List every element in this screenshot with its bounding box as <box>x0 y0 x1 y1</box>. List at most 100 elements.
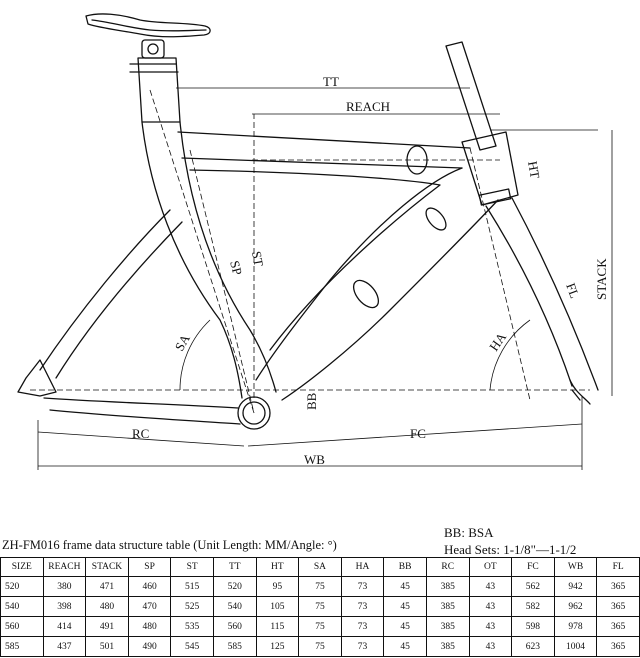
table-cell: 125 <box>255 636 300 657</box>
seatpost <box>137 57 181 123</box>
table-cell: 585 <box>212 636 257 657</box>
table-cell: 437 <box>42 636 87 657</box>
column-header-tt: TT <box>212 557 257 577</box>
table-cell: 460 <box>127 576 172 597</box>
table-cell: 978 <box>553 616 598 637</box>
table-cell: 73 <box>340 616 385 637</box>
table-cell: 365 <box>596 596 640 617</box>
table-cell: 75 <box>298 576 342 597</box>
table-cell: 962 <box>553 596 598 617</box>
size-cell: 540 <box>0 596 44 617</box>
table-cell: 385 <box>425 616 470 637</box>
column-header-fl: FL <box>596 557 640 577</box>
table-cell: 380 <box>42 576 87 597</box>
table-cell: 480 <box>127 616 172 637</box>
table-cell: 43 <box>468 596 513 617</box>
column-header-ht: HT <box>255 557 300 577</box>
table-cell: 365 <box>596 576 640 597</box>
steerer <box>445 41 497 151</box>
label-bb: BB <box>304 392 319 410</box>
table-cell: 545 <box>170 636 214 657</box>
table-cell: 598 <box>511 616 555 637</box>
size-cell: 520 <box>0 576 44 597</box>
table-cell: 535 <box>170 616 214 637</box>
column-header-wb: WB <box>553 557 598 577</box>
table-cell: 73 <box>340 636 385 657</box>
column-header-fc: FC <box>511 557 555 577</box>
table-cell: 365 <box>596 616 640 637</box>
label-ha: HA <box>486 329 509 353</box>
table-cell: 491 <box>85 616 129 637</box>
bb-spec: BB: BSA <box>444 525 494 540</box>
table-cell: 45 <box>383 576 427 597</box>
label-reach: REACH <box>346 99 390 114</box>
table-cell: 385 <box>425 596 470 617</box>
table-cell: 398 <box>42 596 87 617</box>
table-caption: ZH-FM016 frame data structure table (Uni… <box>2 538 337 552</box>
table-cell: 75 <box>298 616 342 637</box>
down-tube <box>255 167 499 401</box>
label-sp: SP <box>227 259 245 277</box>
table-cell: 414 <box>42 616 87 637</box>
column-header-st: ST <box>170 557 214 577</box>
table-cell: 45 <box>383 596 427 617</box>
seat-stay <box>39 209 183 379</box>
column-header-ot: OT <box>468 557 513 577</box>
size-cell: 585 <box>0 636 44 657</box>
table-cell: 43 <box>468 576 513 597</box>
table-cell: 623 <box>511 636 555 657</box>
seatpost-clamp <box>141 39 165 59</box>
table-cell: 470 <box>127 596 172 617</box>
head-tube <box>461 131 519 206</box>
table-cell: 95 <box>255 576 300 597</box>
table-cell: 490 <box>127 636 172 657</box>
table-cell: 75 <box>298 596 342 617</box>
table-cell: 385 <box>425 576 470 597</box>
top-tube <box>177 131 471 169</box>
table-cell: 73 <box>340 596 385 617</box>
column-header-stack: STACK <box>85 557 129 577</box>
label-fc: FC <box>410 426 426 441</box>
table-cell: 525 <box>170 596 214 617</box>
table-cell: 942 <box>553 576 598 597</box>
table-cell: 385 <box>425 636 470 657</box>
table-cell: 562 <box>511 576 555 597</box>
headset-spec: Head Sets: 1-1/8"—1-1/2 <box>444 542 577 557</box>
table-cell: 115 <box>255 616 300 637</box>
table-cell: 471 <box>85 576 129 597</box>
table-cell: 582 <box>511 596 555 617</box>
table-cell: 540 <box>212 596 257 617</box>
table-cell: 560 <box>212 616 257 637</box>
label-fl: FL <box>563 281 582 300</box>
table-cell: 43 <box>468 616 513 637</box>
table-cell: 515 <box>170 576 214 597</box>
table-cell: 480 <box>85 596 129 617</box>
table-cell: 1004 <box>553 636 598 657</box>
fork <box>485 197 599 391</box>
column-header-size: SIZE <box>0 557 44 577</box>
label-sa: SA <box>172 331 194 353</box>
table-cell: 501 <box>85 636 129 657</box>
table-cell: 365 <box>596 636 640 657</box>
column-header-reach: REACH <box>42 557 87 577</box>
column-header-sp: SP <box>127 557 172 577</box>
column-header-ha: HA <box>340 557 385 577</box>
label-ht: HT <box>525 160 543 180</box>
table-cell: 43 <box>468 636 513 657</box>
table-cell: 105 <box>255 596 300 617</box>
column-header-bb: BB <box>383 557 427 577</box>
table-cell: 45 <box>383 616 427 637</box>
table-cell: 75 <box>298 636 342 657</box>
frame-geometry-drawing: TT REACH HT STACK FL ST SP SA HA BB RC F… <box>17 13 613 470</box>
seat-tube <box>141 121 277 399</box>
label-stack: STACK <box>594 258 609 300</box>
column-header-rc: RC <box>425 557 470 577</box>
size-cell: 560 <box>0 616 44 637</box>
saddle <box>85 13 211 38</box>
chain-stay <box>43 397 241 425</box>
